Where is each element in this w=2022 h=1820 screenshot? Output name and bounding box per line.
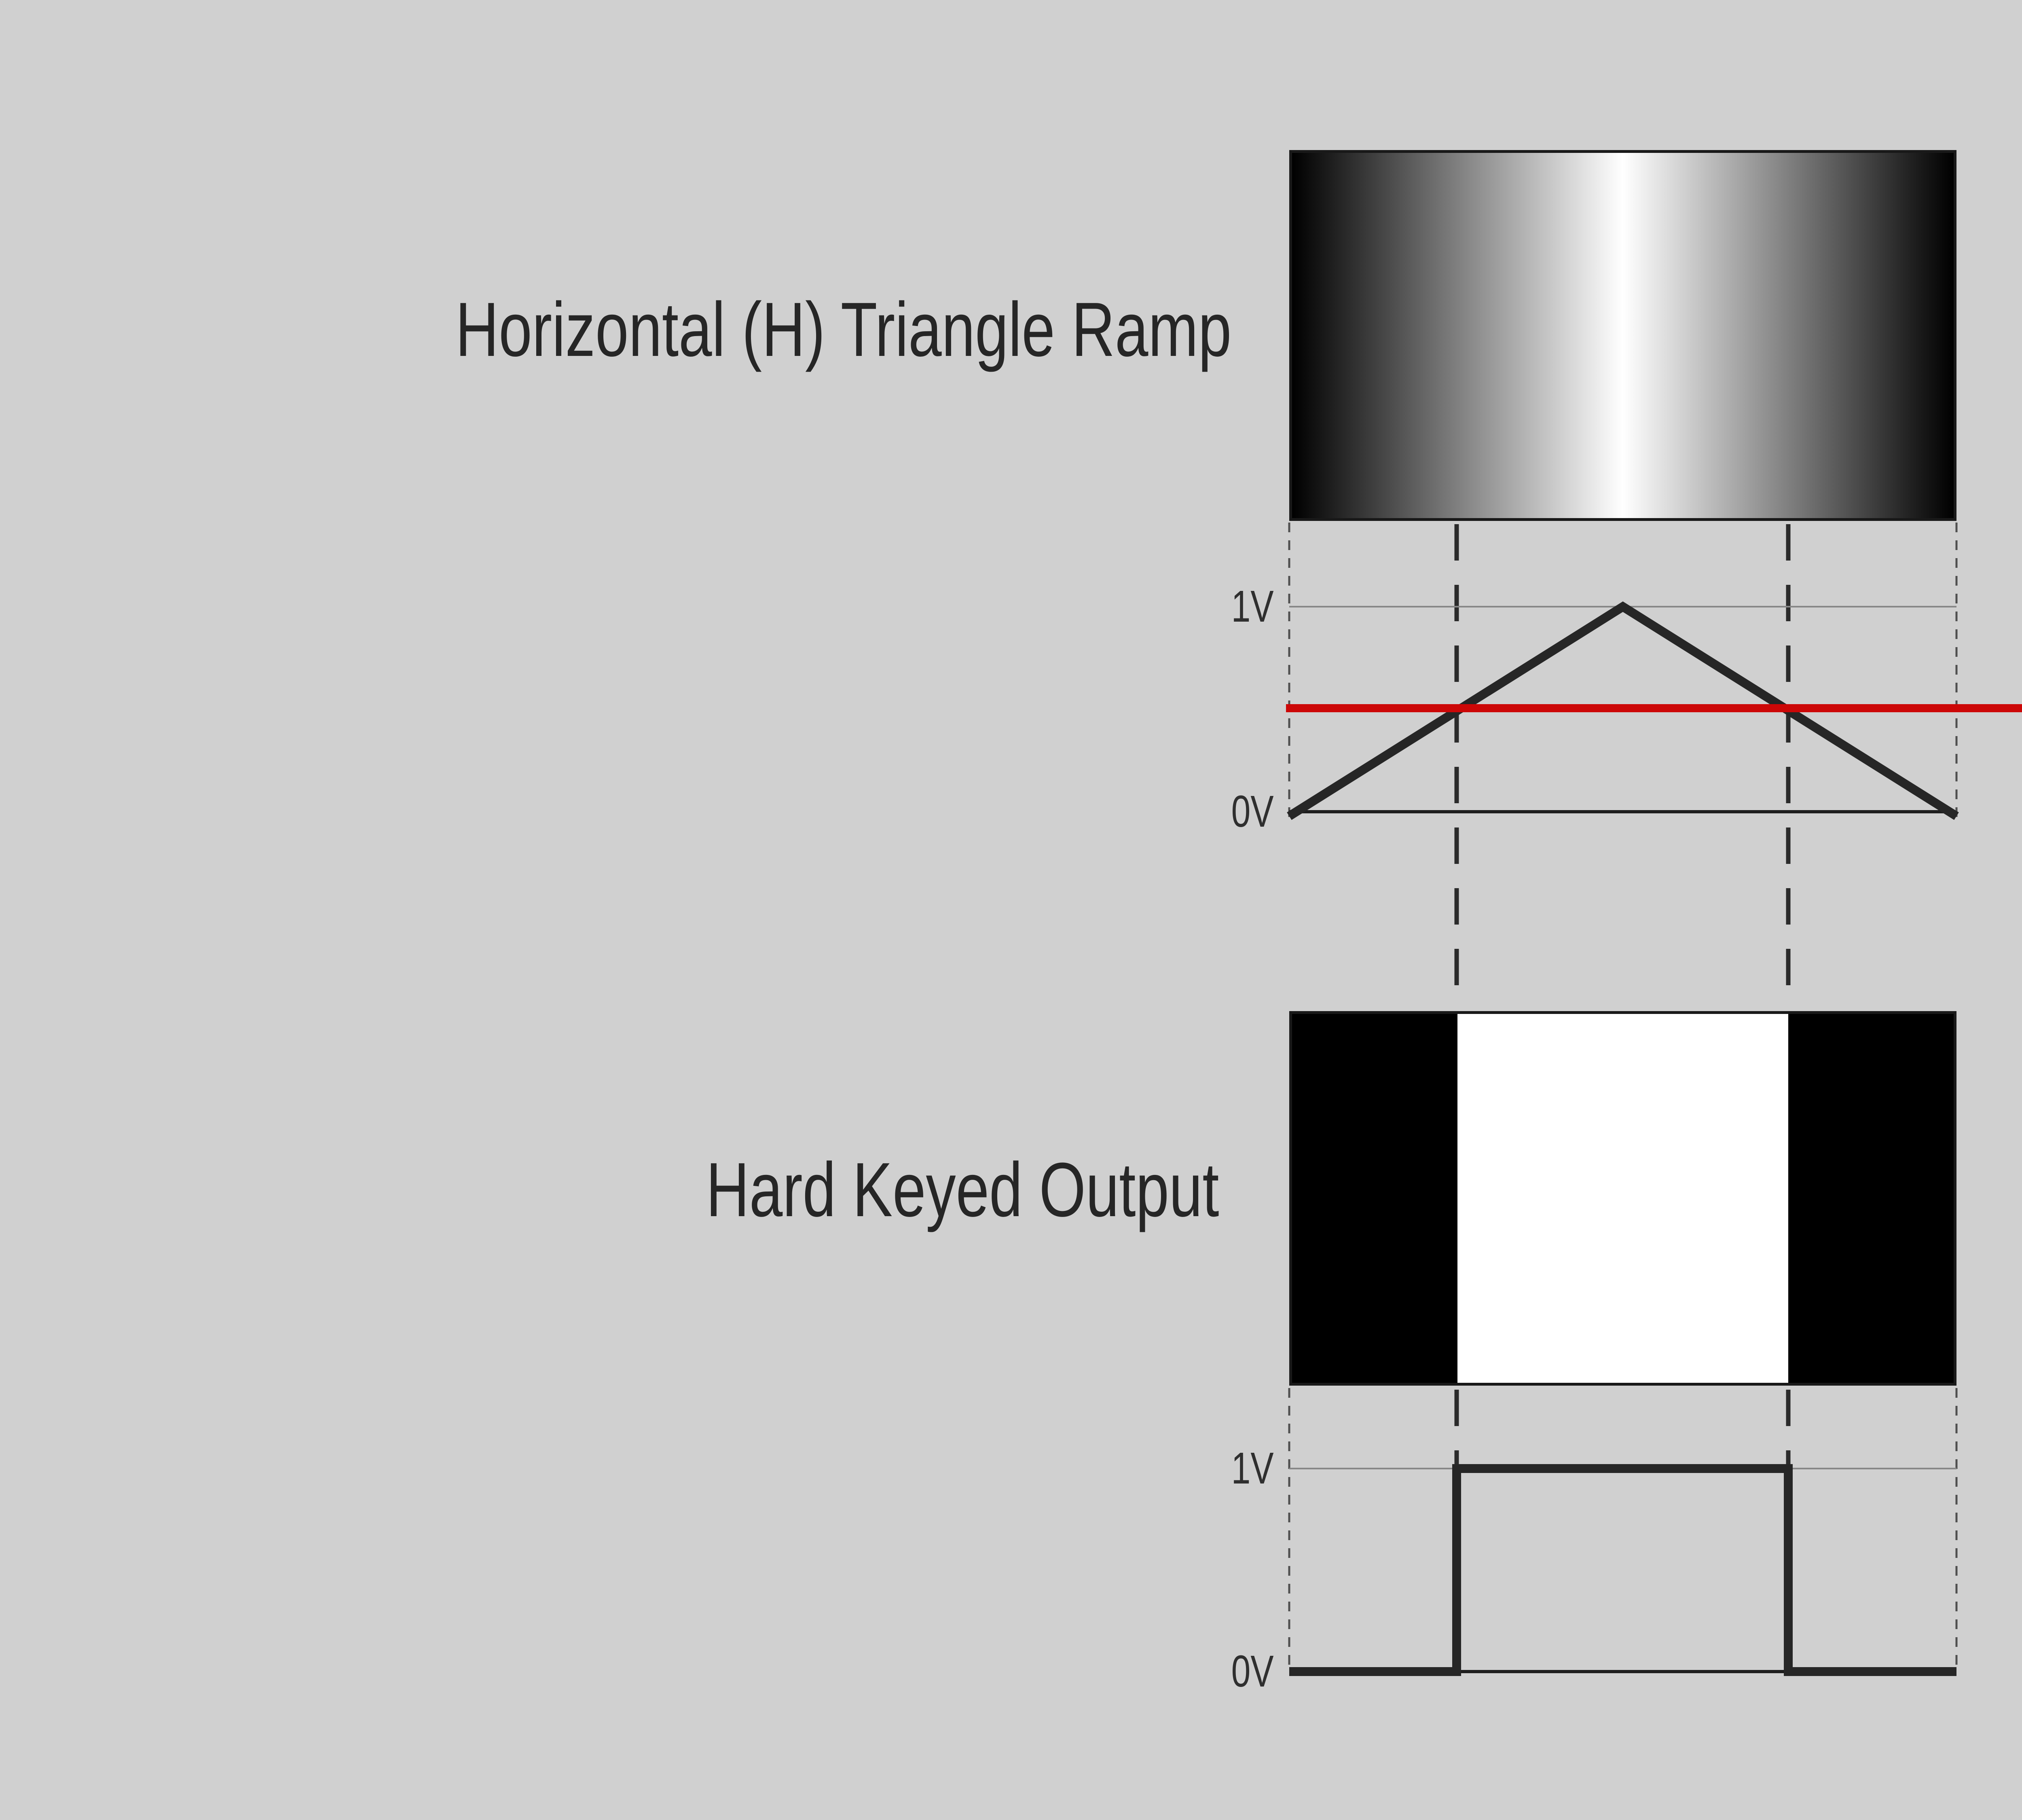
keyed-section-title-text: Hard Keyed Output [706,1147,1219,1233]
keyed-1v-tick-label: 1V [1231,1443,1274,1493]
square-waveform [1289,1464,1956,1676]
ramp-section-title-text: Horizontal (H) Triangle Ramp [455,287,1231,372]
triangle-waveform [1287,601,1959,820]
triangle-ramp-gradient-bar [1289,150,1956,521]
ramp-section-title: Horizontal (H) Triangle Ramp [237,291,1231,368]
ramp-1v-tick-label: 1V [1231,582,1274,631]
hard-keyed-output-bar [1289,1011,1956,1386]
keyed-section-title: Hard Keyed Output [561,1151,1219,1228]
ramp-0v-tick-label: 0V [1231,787,1274,836]
keyed-0v-tick-label: 0V [1231,1646,1274,1696]
